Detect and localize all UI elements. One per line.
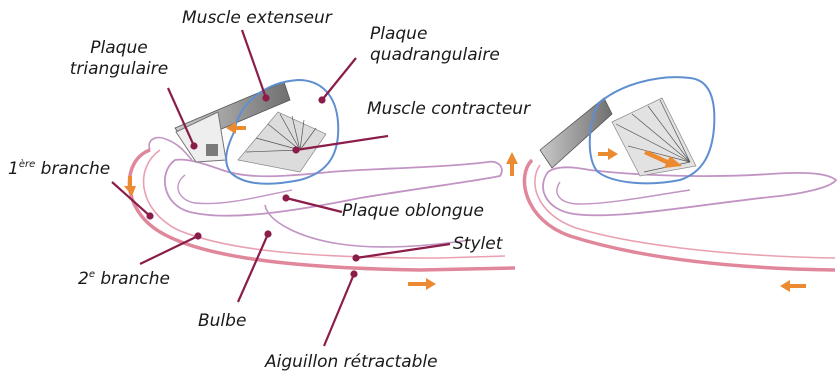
leader-2e-branche xyxy=(140,236,198,264)
label-2e-branche: 2e branche xyxy=(78,269,170,290)
label-stylet: Stylet xyxy=(453,234,502,255)
label-bulbe: Bulbe xyxy=(198,311,246,332)
right-drawing xyxy=(506,77,836,292)
label-aiguillon-retractable: Aiguillon rétractable xyxy=(265,352,438,373)
label-muscle-contracteur: Muscle contracteur xyxy=(367,99,530,120)
label-plaque-oblongue: Plaque oblongue xyxy=(342,201,484,222)
label-plaque-triangulaire-line1: Plaque xyxy=(60,38,178,59)
muscle-contracteur-fan xyxy=(238,112,326,172)
leader-muscle-extenseur xyxy=(242,30,266,98)
inner-right xyxy=(557,182,690,204)
label-plaque-quadrangulaire-line2: quadrangulaire xyxy=(370,45,500,66)
label-1ere-branche: 1ère branche xyxy=(8,159,110,180)
label-plaque-quadrangulaire: Plaque quadrangulaire xyxy=(370,24,500,66)
fan-right xyxy=(612,98,696,176)
label-muscle-extenseur: Muscle extenseur xyxy=(182,8,332,29)
label-1ere-branche-sup: ère xyxy=(19,159,35,170)
leader-bulbe xyxy=(238,234,268,302)
small-dark-block xyxy=(206,144,218,156)
label-1ere-branche-num: 1 xyxy=(8,159,19,179)
leader-plaque-quadrangulaire xyxy=(322,58,356,100)
inner-loop xyxy=(178,175,292,204)
label-1ere-branche-text: branche xyxy=(35,159,110,179)
label-plaque-triangulaire: Plaque triangulaire xyxy=(60,38,178,80)
label-plaque-quadrangulaire-line1: Plaque xyxy=(370,24,500,45)
muscle-band-right xyxy=(540,98,612,168)
label-2e-branche-text: branche xyxy=(95,269,170,289)
leader-aiguillon xyxy=(324,274,354,346)
oblong-right xyxy=(543,167,836,215)
label-2e-branche-num: 2 xyxy=(78,269,89,289)
label-plaque-triangulaire-line2: triangulaire xyxy=(60,59,178,80)
